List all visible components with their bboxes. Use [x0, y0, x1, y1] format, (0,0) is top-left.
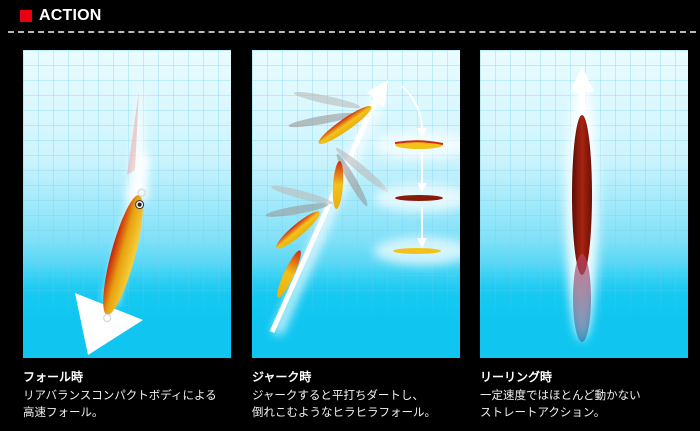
fall-caption-title: フォール時 [23, 370, 84, 384]
fall-caption-line1: リアバランスコンパクトボディによる [23, 388, 217, 402]
red-square-marker-icon [20, 10, 32, 22]
dashed-divider [8, 31, 696, 33]
reeling-action-illustration [480, 50, 688, 358]
jerk-caption-line1: ジャークすると平打ちダートし、 [252, 388, 424, 402]
reeling-caption-title: リーリング時 [480, 370, 553, 384]
jerk-caption: ジャーク時 ジャークすると平打ちダートし、 倒れこむようなヒラヒラフォール。 [252, 369, 472, 421]
reeling-caption: リーリング時 一定速度ではほとんど動かない ストレートアクション。 [480, 369, 700, 421]
reeling-caption-line1: 一定速度ではほとんど動かない [480, 388, 641, 402]
falling-lure-icon [75, 80, 149, 355]
jerk-caption-title: ジャーク時 [252, 370, 312, 384]
reeling-caption-line2: ストレートアクション。 [480, 405, 606, 419]
fall-action-illustration [23, 50, 231, 358]
jerk-caption-line2: 倒れこむようなヒラヒラフォール。 [252, 405, 436, 419]
fall-caption: フォール時 リアバランスコンパクトボディによる 高速フォール。 [23, 369, 243, 421]
fall-caption-line2: 高速フォール。 [23, 405, 104, 419]
jerk-action-illustration [252, 50, 460, 358]
section-header: ACTION [20, 6, 102, 26]
section-title: ACTION [39, 7, 102, 24]
reeling-lure-icon [566, 66, 598, 342]
jerking-lure-icon [265, 80, 460, 335]
